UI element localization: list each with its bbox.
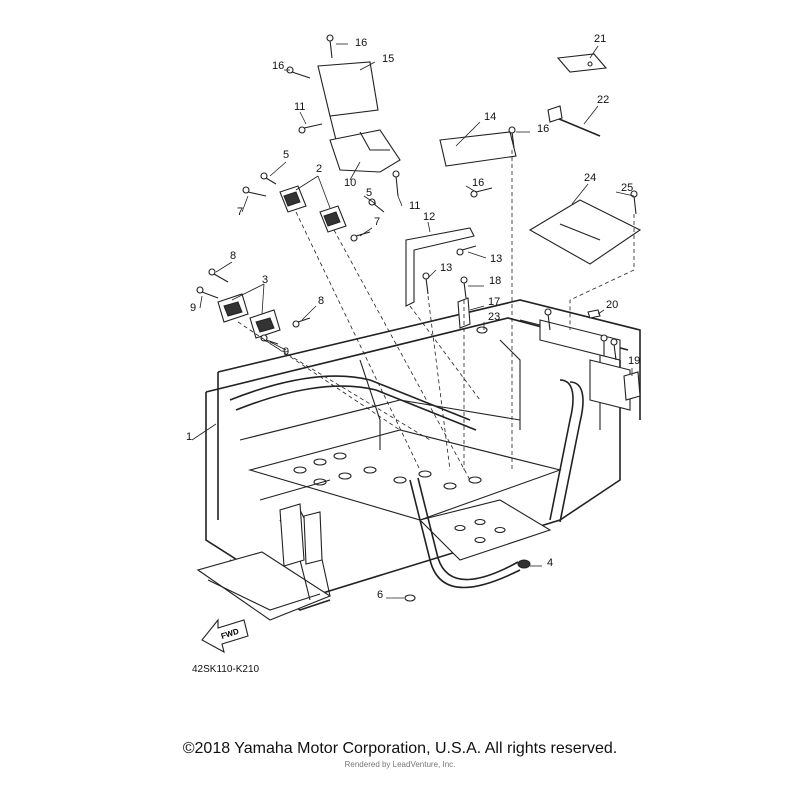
watermark: Rendered by LeadVenture, Inc. bbox=[344, 760, 456, 769]
callout-25: 25 bbox=[621, 182, 633, 194]
fwd-arrow-icon: FWD bbox=[201, 618, 249, 654]
callout-2: 2 bbox=[316, 163, 322, 175]
callout-8: 8 bbox=[318, 295, 324, 307]
callout-13: 13 bbox=[490, 253, 502, 265]
part-21 bbox=[556, 53, 608, 73]
callout-24: 24 bbox=[584, 172, 596, 184]
plate-24 bbox=[528, 199, 642, 265]
callout-5: 5 bbox=[283, 149, 289, 161]
callout-14: 14 bbox=[484, 111, 496, 123]
callout-12: 12 bbox=[423, 211, 435, 223]
callout-13: 13 bbox=[440, 262, 452, 274]
callout-labels: 1234556778899101111121313141516161616171… bbox=[186, 33, 640, 601]
callout-3: 3 bbox=[262, 274, 268, 286]
callout-16: 16 bbox=[537, 123, 549, 135]
callout-7: 7 bbox=[237, 206, 243, 218]
callout-23: 23 bbox=[488, 311, 500, 323]
callout-7: 7 bbox=[374, 216, 380, 228]
callout-1: 1 bbox=[186, 431, 192, 443]
part-19 bbox=[623, 371, 641, 401]
callout-11: 11 bbox=[409, 200, 420, 212]
nut-23 bbox=[476, 326, 488, 334]
grommet-4 bbox=[517, 559, 531, 569]
callout-8: 8 bbox=[230, 250, 236, 262]
bracket-10 bbox=[329, 129, 401, 173]
callout-19: 19 bbox=[628, 355, 640, 367]
callout-18: 18 bbox=[489, 275, 501, 287]
callout-17: 17 bbox=[488, 296, 500, 308]
frame-assembly bbox=[196, 299, 641, 621]
part-17 bbox=[457, 297, 471, 329]
copyright-notice: ©2018 Yamaha Motor Corporation, U.S.A. A… bbox=[182, 740, 618, 757]
leader-lines bbox=[191, 43, 635, 599]
callout-4: 4 bbox=[547, 557, 553, 569]
callout-6: 6 bbox=[377, 589, 383, 601]
callout-20: 20 bbox=[606, 299, 618, 311]
drawing-code: 42SK110-K210 bbox=[192, 664, 260, 675]
callout-16: 16 bbox=[472, 177, 484, 189]
bracket-12 bbox=[405, 227, 475, 307]
callout-22: 22 bbox=[597, 94, 609, 106]
part-22 bbox=[547, 105, 601, 137]
callout-10: 10 bbox=[344, 177, 356, 189]
callout-11: 11 bbox=[294, 101, 305, 113]
callout-15: 15 bbox=[382, 53, 394, 65]
engine-mount-3 bbox=[217, 293, 281, 339]
callout-16: 16 bbox=[355, 37, 367, 49]
engine-mount-2 bbox=[279, 185, 347, 233]
callout-9: 9 bbox=[283, 346, 289, 358]
part-20 bbox=[587, 309, 601, 319]
bolts bbox=[196, 34, 638, 361]
bracket-14 bbox=[439, 131, 517, 167]
callout-9: 9 bbox=[190, 302, 196, 314]
callout-16: 16 bbox=[272, 60, 284, 72]
callout-21: 21 bbox=[594, 33, 606, 45]
callout-5: 5 bbox=[366, 187, 372, 199]
clip-6 bbox=[404, 594, 416, 602]
